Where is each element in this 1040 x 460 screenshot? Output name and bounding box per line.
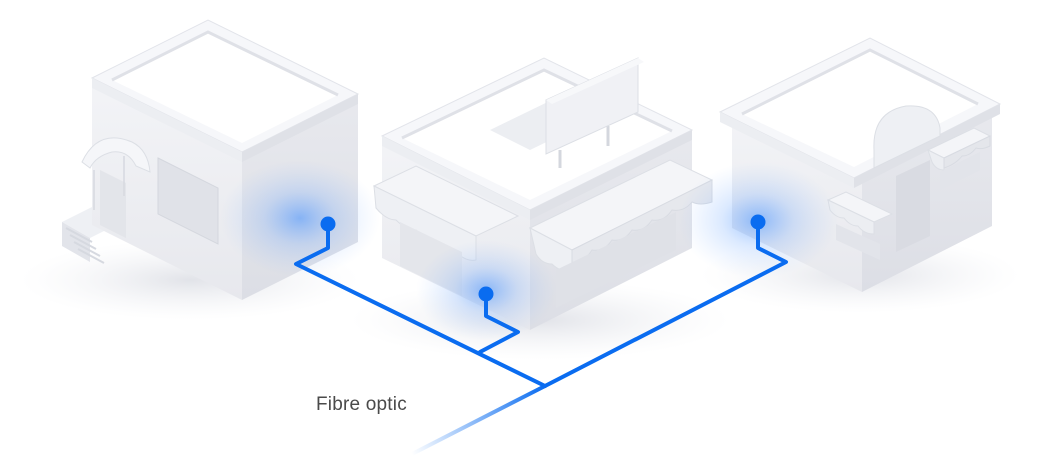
building-middle: [372, 57, 714, 330]
fibre-optic-label: Fibre optic: [316, 394, 407, 415]
fibre-branch-left: [294, 222, 547, 388]
fibre-network: [294, 220, 788, 388]
building-right: [718, 37, 1002, 292]
fibre-branch-middle: [478, 292, 520, 354]
fibre-terminal-dot: [320, 216, 336, 232]
fibre-terminal-dot: [750, 214, 766, 230]
fibre-branch-right: [543, 220, 788, 388]
fibre-trunk: [410, 384, 547, 456]
fibre-terminal-dot: [478, 286, 494, 302]
terminal-glow: [220, 160, 380, 276]
